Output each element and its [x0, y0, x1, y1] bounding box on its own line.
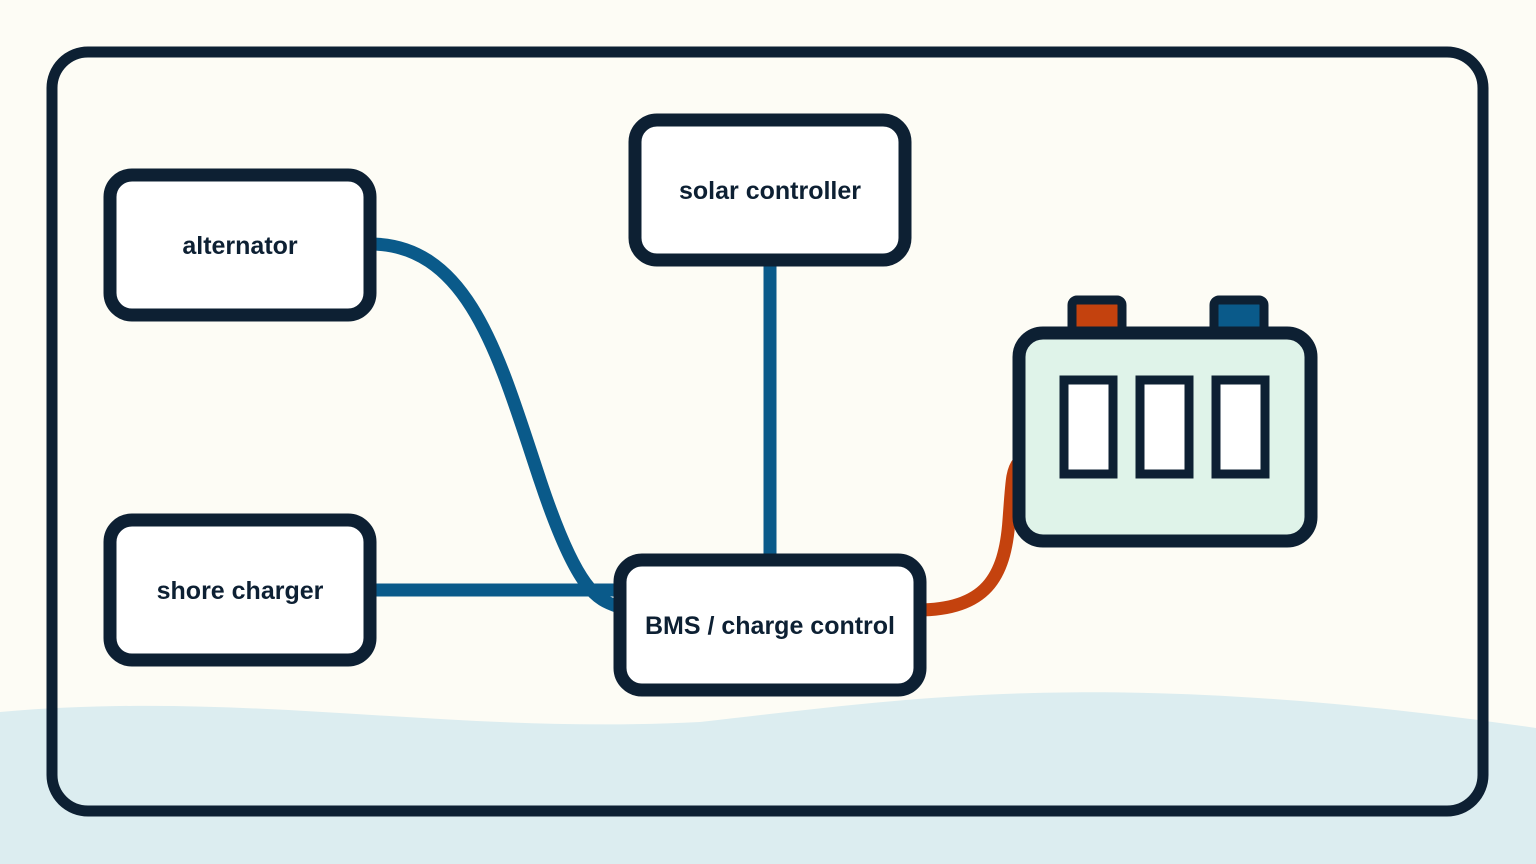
shore-charger-label: shore charger: [157, 577, 324, 605]
battery-cell: [1211, 375, 1270, 479]
solar-controller-node: solar controller: [628, 113, 912, 267]
alternator-box: [103, 168, 377, 322]
shore-charger-box: [103, 513, 377, 667]
shore-charger-node: shore charger: [103, 513, 377, 667]
battery-icon: [1012, 295, 1318, 548]
alternator-label: alternator: [182, 232, 298, 260]
outer-frame: [46, 46, 1489, 817]
wire-alternator-to-bms: [363, 237, 629, 615]
battery-cell: [1135, 375, 1194, 479]
bms-box: [613, 553, 927, 697]
wire-bms-to-battery: [911, 455, 1026, 617]
bms-label: BMS / charge control: [645, 612, 895, 640]
solar-controller-box: [628, 113, 912, 267]
solar-controller-label: solar controller: [679, 177, 861, 205]
battery-cell: [1059, 375, 1118, 479]
bms-node: BMS / charge control: [613, 553, 927, 697]
alternator-node: alternator: [103, 168, 377, 322]
background-wave: [0, 692, 1536, 864]
